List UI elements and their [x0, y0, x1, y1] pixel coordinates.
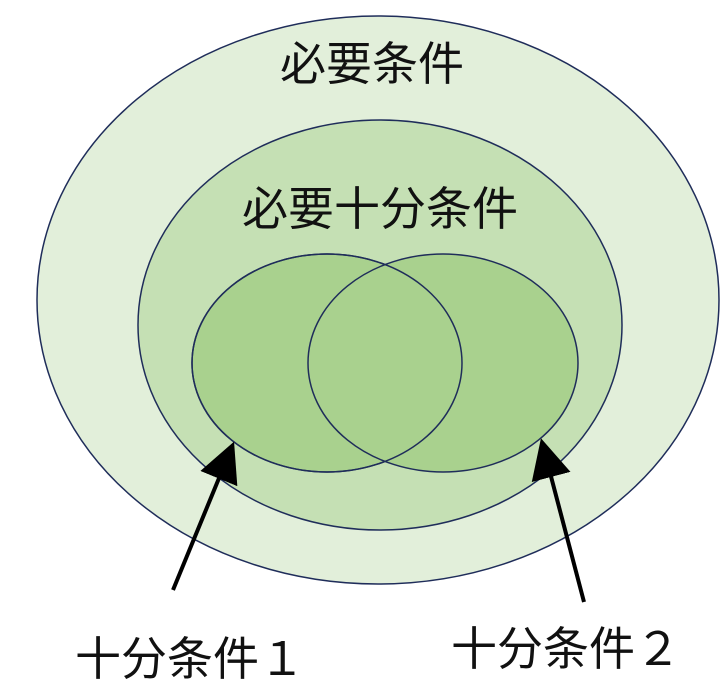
- inner-left-outline: [191, 253, 463, 473]
- middle-label: 必要十分条件: [242, 182, 518, 236]
- inner-right-ellipse: [307, 253, 579, 473]
- right-arrow: [531, 438, 586, 603]
- left-arrow: [171, 441, 238, 591]
- outer-label: 必要条件: [280, 37, 464, 91]
- left-label: 十分条件１: [75, 632, 305, 686]
- right-label: 十分条件２: [451, 622, 681, 676]
